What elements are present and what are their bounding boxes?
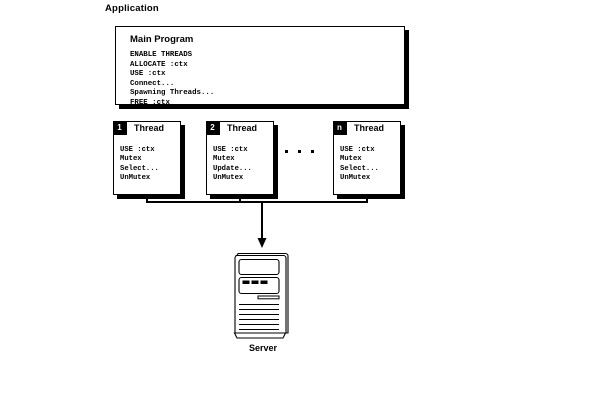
main-program-title: Main Program <box>130 34 194 45</box>
application-label: Application <box>105 3 159 14</box>
code-line: Select... <box>340 164 379 173</box>
code-line: Spawning Threads... <box>130 89 215 98</box>
code-line: ALLOCATE :ctx <box>130 60 188 69</box>
code-line: Mutex <box>340 155 362 164</box>
code-line: Mutex <box>120 155 142 164</box>
code-line: ENABLE THREADS <box>130 51 193 59</box>
code-line: USE :ctx <box>213 146 248 154</box>
code-line: FREE :ctx <box>130 98 170 107</box>
code-line: Connect... <box>130 79 175 88</box>
thread-badge-2: 2 <box>205 120 220 135</box>
thread-badge-1: 1 <box>112 120 127 135</box>
code-line: Update... <box>213 164 252 173</box>
code-line: UnMutex <box>213 174 244 183</box>
code-line: Mutex <box>213 155 235 164</box>
code-line: USE :ctx <box>340 146 375 154</box>
thread-title-1: Thread <box>134 123 165 133</box>
thread-badge-n: n <box>332 120 347 135</box>
server-tower-icon <box>233 252 289 339</box>
code-line: UnMutex <box>340 174 371 183</box>
thread-title-2: Thread <box>227 123 258 133</box>
code-line: UnMutex <box>120 174 151 183</box>
code-line: USE :ctx <box>130 70 166 79</box>
server-label: Server <box>248 343 278 353</box>
thread-title-n: Thread <box>354 123 385 133</box>
thread-ellipsis-icon <box>285 150 329 158</box>
code-line: Select... <box>120 164 159 173</box>
code-line: USE :ctx <box>120 146 155 154</box>
